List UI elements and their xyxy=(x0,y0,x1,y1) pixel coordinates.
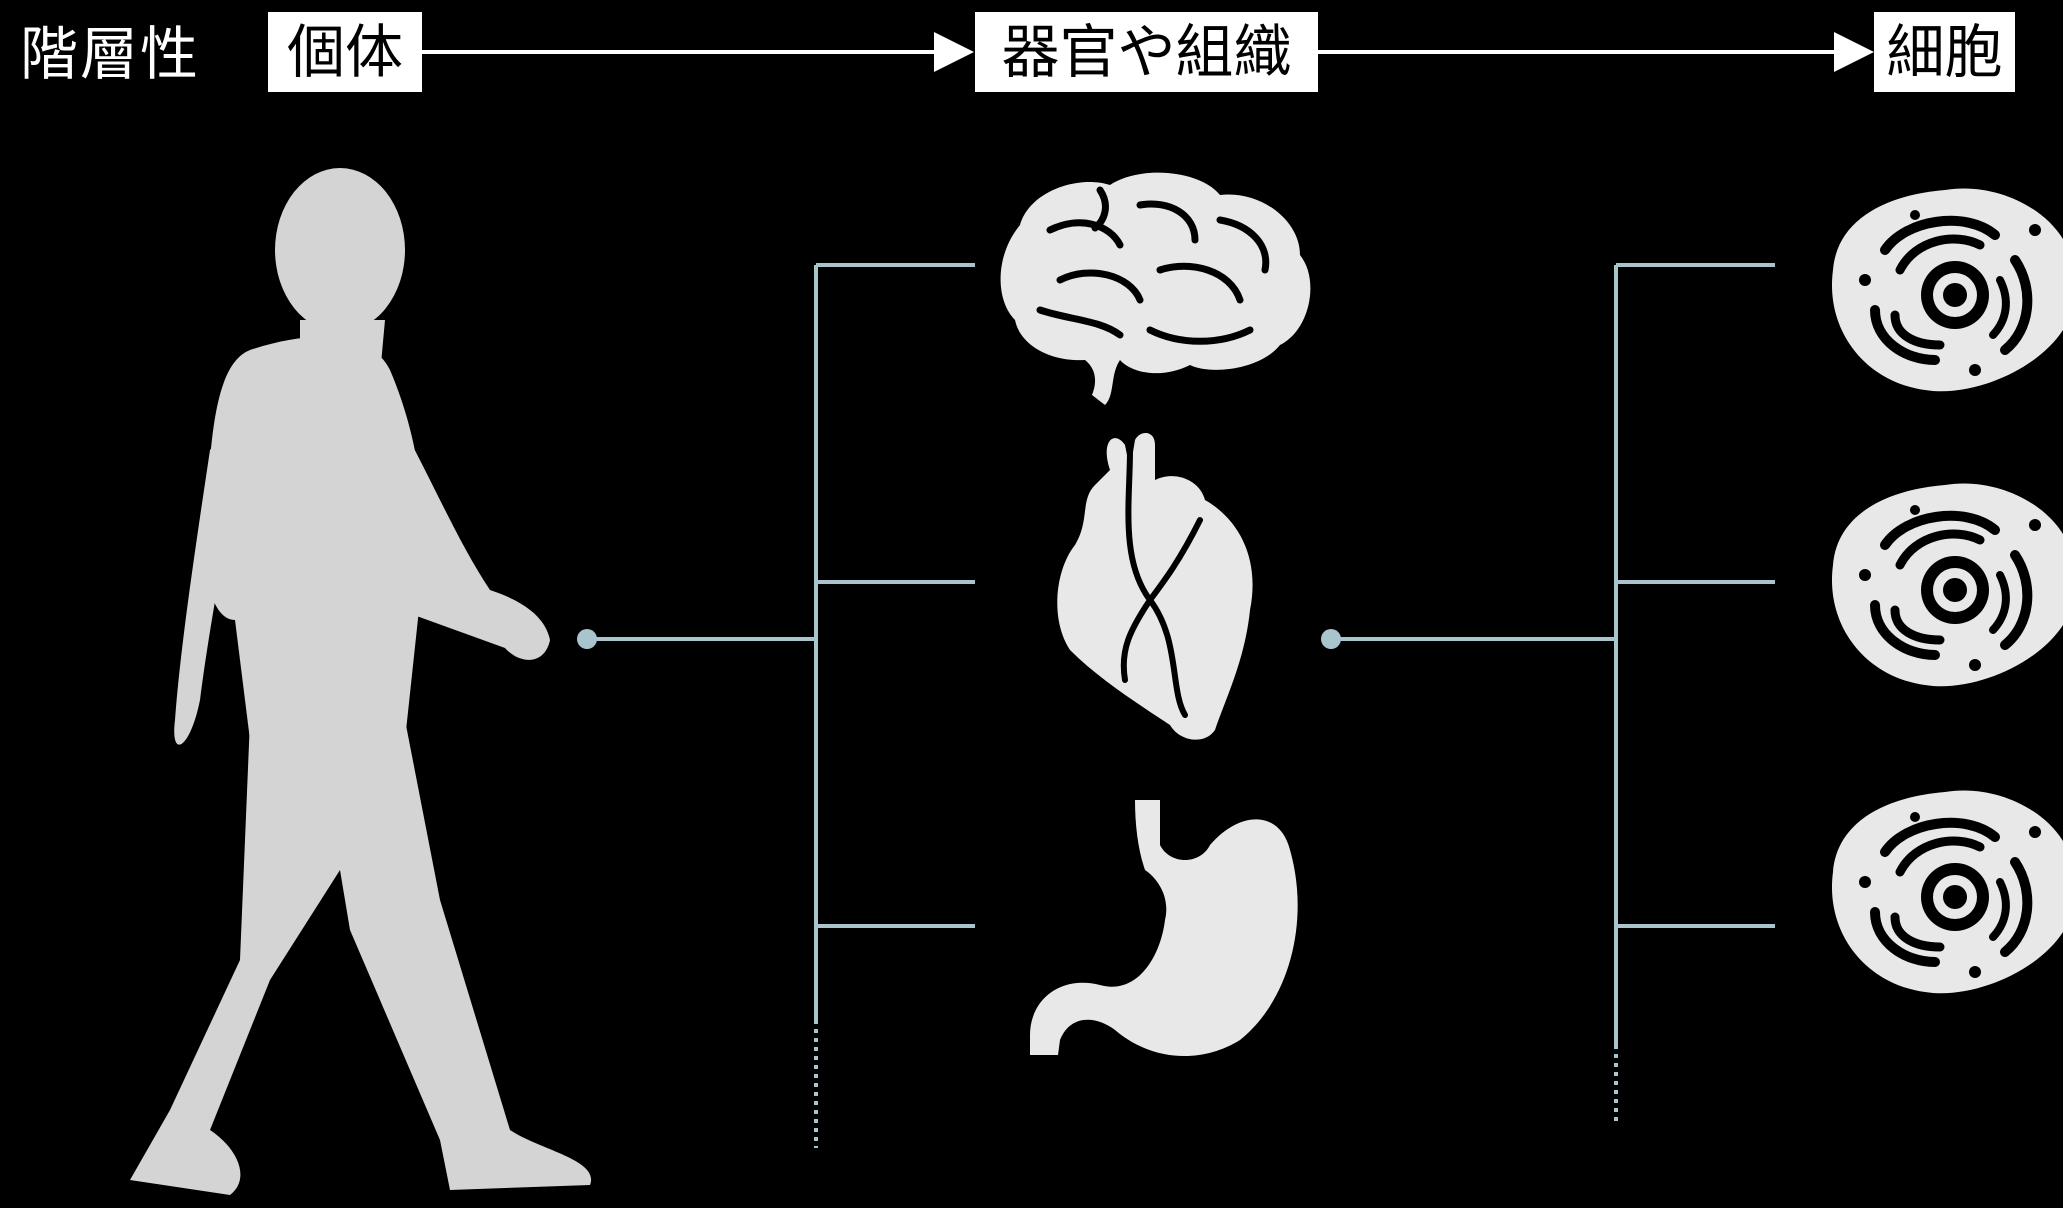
cell-icon xyxy=(1832,483,2063,686)
heart-icon xyxy=(1057,433,1252,740)
cell-icon xyxy=(1832,790,2063,993)
stomach-icon xyxy=(1030,800,1298,1056)
cell-icon xyxy=(1832,188,2063,391)
walking-person-icon xyxy=(130,168,591,1195)
brain-icon xyxy=(1001,173,1311,405)
